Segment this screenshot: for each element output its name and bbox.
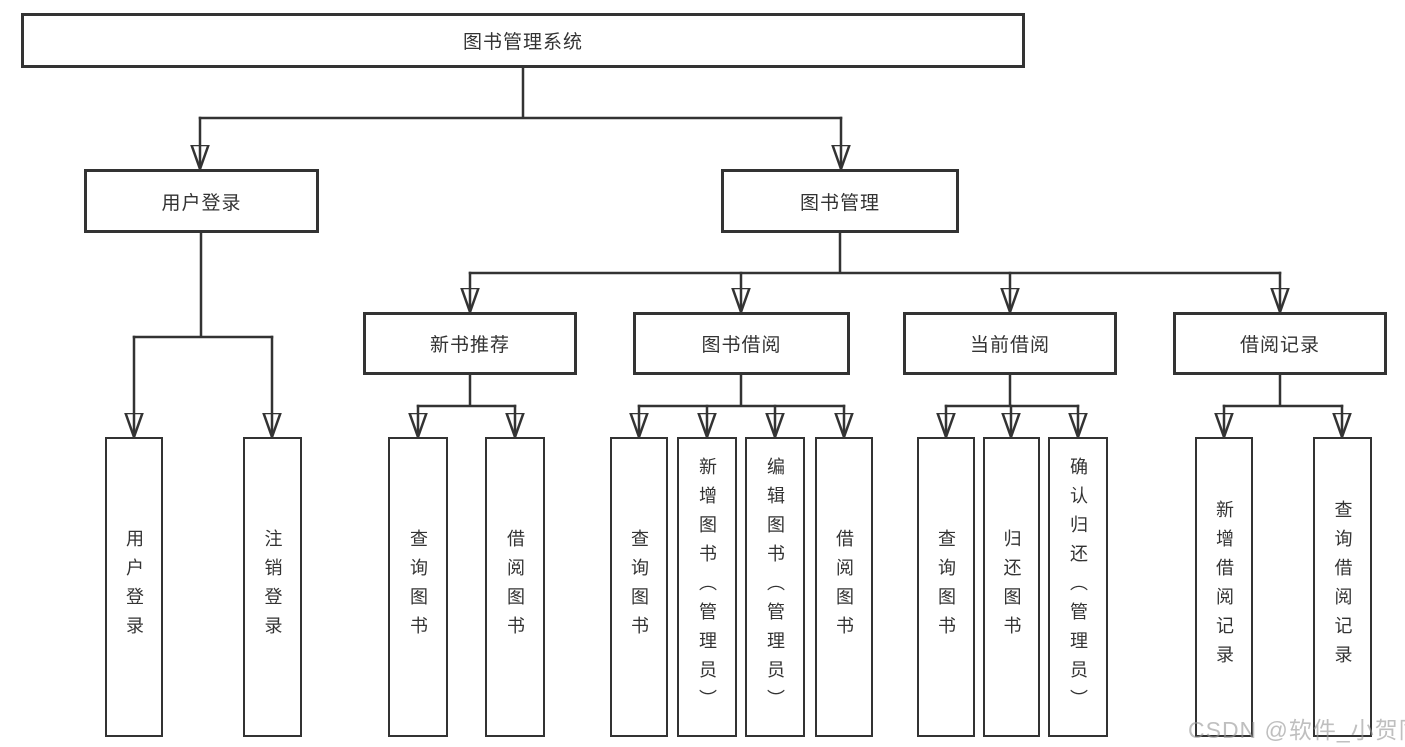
node-current-borrow: 当前借阅 xyxy=(903,312,1117,375)
node-user-login: 用户登录 xyxy=(84,169,319,233)
leaf-label: 注销登录 xyxy=(262,529,283,645)
leaf-query-books: 查询图书 xyxy=(610,437,668,737)
leaf-label: 借阅图书 xyxy=(505,529,525,645)
leaf-query-borrow-record: 查询借阅记录 xyxy=(1313,437,1372,737)
connector-login-bus xyxy=(134,231,272,437)
leaf-add-borrow-record: 新增借阅记录 xyxy=(1195,437,1253,737)
connector-record-bus xyxy=(1224,373,1342,437)
leaf-label: 确认归还（管理员） xyxy=(1068,456,1088,718)
node-new-book-recommend: 新书推荐 xyxy=(363,312,577,375)
node-root-system: 图书管理系统 xyxy=(21,13,1025,68)
leaf-label: 新增借阅记录 xyxy=(1214,500,1234,674)
leaf-confirm-return-admin: 确认归还（管理员） xyxy=(1048,437,1108,737)
connector-rec-bus xyxy=(418,373,515,437)
node-borrow-record: 借阅记录 xyxy=(1173,312,1387,375)
node-book-management: 图书管理 xyxy=(721,169,959,233)
leaf-label: 查询借阅记录 xyxy=(1332,500,1353,674)
leaf-label: 用户登录 xyxy=(124,529,144,645)
connector-current-bus xyxy=(946,373,1078,437)
connector-borrow-bus xyxy=(639,373,844,437)
csdn-watermark: CSDN @软件_小贺同学 xyxy=(1188,717,1405,743)
leaf-label: 借阅图书 xyxy=(834,529,854,645)
leaf-label: 归还图书 xyxy=(1001,529,1022,645)
leaf-return-books: 归还图书 xyxy=(983,437,1040,737)
node-book-borrow: 图书借阅 xyxy=(633,312,850,375)
leaf-label: 查询图书 xyxy=(629,529,649,645)
leaf-borrow-books: 借阅图书 xyxy=(485,437,545,737)
leaf-add-books-admin: 新增图书（管理员） xyxy=(677,437,737,737)
leaf-label: 查询图书 xyxy=(936,529,956,645)
leaf-borrow-books: 借阅图书 xyxy=(815,437,873,737)
leaf-edit-books-admin: 编辑图书（管理员） xyxy=(745,437,805,737)
leaf-query-books: 查询图书 xyxy=(917,437,975,737)
leaf-label: 编辑图书（管理员） xyxy=(765,456,785,718)
leaf-logout: 注销登录 xyxy=(243,437,302,737)
connector-root-bus xyxy=(200,66,841,169)
leaf-label: 新增图书（管理员） xyxy=(697,456,717,718)
leaf-label: 查询图书 xyxy=(408,529,428,645)
leaf-query-books: 查询图书 xyxy=(388,437,448,737)
leaf-user-login: 用户登录 xyxy=(105,437,163,737)
connector-mgmt-bus xyxy=(470,231,1280,312)
